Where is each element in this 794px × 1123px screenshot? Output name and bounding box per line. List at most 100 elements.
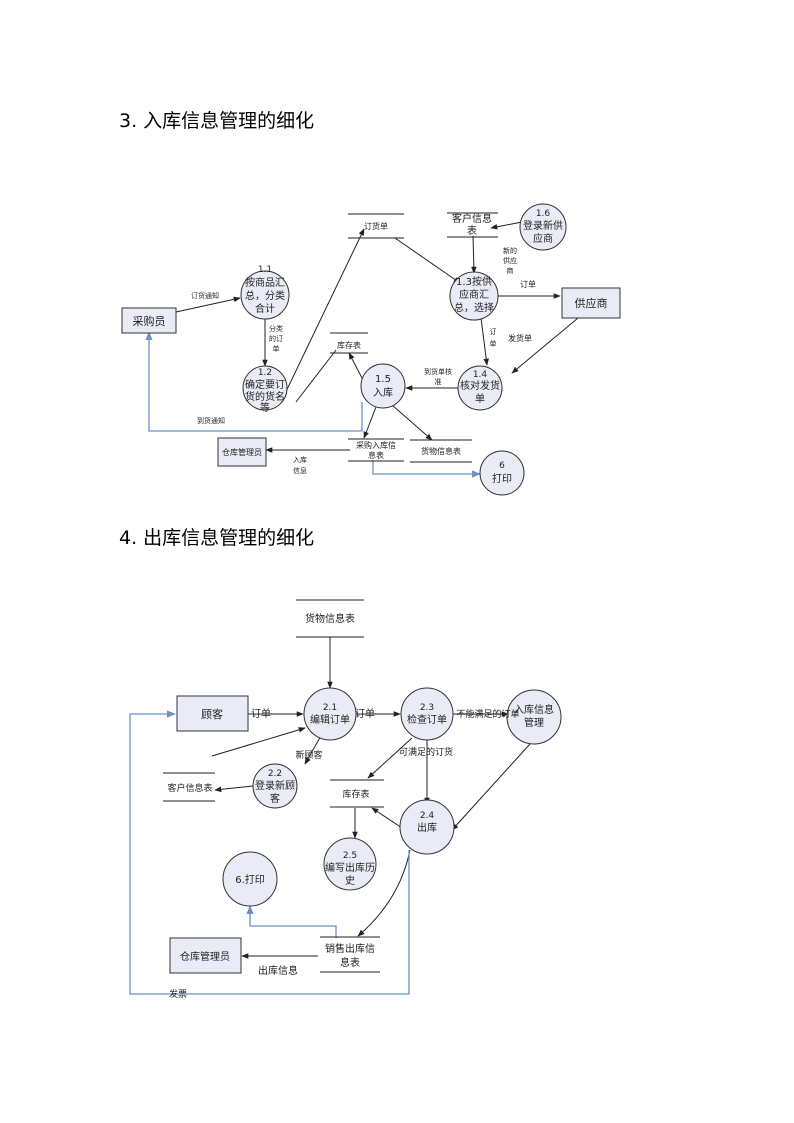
- label-classified-order-2: 的订: [269, 334, 283, 343]
- entity-warehouse-admin-label: 仓库管理员: [222, 447, 262, 457]
- process-print-d1-line1: 打印: [492, 472, 512, 485]
- process-2-5-line1: 编写出库历: [325, 861, 375, 874]
- process-1-3-line2: 应商汇: [459, 288, 489, 301]
- label-order-a: 订单: [251, 708, 271, 720]
- store-customer-info-d2-label: 客户信息表: [167, 782, 212, 794]
- label-new-supplier-2: 供应: [503, 256, 517, 265]
- flow-p15-to-purchase-in: [363, 406, 377, 439]
- section-4-heading: 4. 出库信息管理的细化: [119, 527, 315, 549]
- entity-supplier-label: 供应商: [575, 296, 608, 310]
- flow-order-to-p13: [394, 237, 461, 284]
- process-1-1: 1.1 按商品汇 总，分类 合计: [240, 265, 290, 320]
- process-1-4-line1: 核对发货: [460, 379, 500, 392]
- label-can-meet: 可满足的订货: [399, 746, 453, 758]
- process-print-d2-label: 6.打印: [235, 873, 265, 886]
- label-classified-order-1: 分类: [269, 324, 283, 333]
- process-2-5: 2.5 编写出库历 史: [323, 837, 377, 891]
- flow-p15-to-goods-info: [391, 404, 433, 441]
- flow-delivery-note: [511, 317, 579, 374]
- label-arrival-notice: 到货通知: [197, 416, 225, 425]
- store-order-label: 订货单: [364, 221, 388, 231]
- process-2-4: 2.4 出库: [399, 799, 455, 855]
- label-new-customer: 新顾客: [295, 749, 322, 761]
- store-customer-info: 客户信息 表: [447, 212, 498, 238]
- process-1-1-line2: 总，分类: [245, 289, 285, 302]
- label-in-info-1: 入库: [293, 455, 307, 464]
- process-2-1: 2.1 编辑订单: [303, 687, 357, 741]
- entity-buyer: [121, 307, 177, 334]
- flow-customer-to-p13: [471, 235, 477, 274]
- entity-buyer-label: 采购员: [133, 314, 166, 328]
- flow-invoice: [129, 710, 410, 995]
- process-2-1-id: 2.1: [323, 703, 337, 713]
- process-inbound-mgmt-line1: 入库信息: [514, 703, 554, 716]
- label-in-info-2: 信息: [293, 466, 307, 475]
- process-2-5-line2: 史: [345, 875, 355, 887]
- store-customer-info-d2: 客户信息表: [163, 772, 215, 802]
- diagram-outbound: 顾客 仓库管理员 货物信息表 客户信息表 库存表 销售出库信 息表 2.1 编辑…: [129, 599, 562, 1000]
- entity-warehouse-admin: [217, 437, 267, 467]
- process-print-d2: 6.打印: [222, 851, 278, 907]
- store-customer-info-line1: 客户信息: [452, 212, 492, 225]
- process-2-2-id: 2.2: [268, 769, 282, 779]
- process-1-4-line2: 单: [475, 393, 485, 405]
- flow-p22-to-customer-info: [214, 785, 254, 793]
- entity-customer: [176, 695, 249, 732]
- diagram-inbound: 采购员 供应商 仓库管理员 订货单 客户信息 表 库存表 采购入库信 息表 货物…: [121, 203, 621, 496]
- store-sales-out-line1: 销售出库信: [325, 942, 375, 955]
- flow-order-notice: [175, 296, 241, 313]
- process-inbound-mgmt: 入库信息 管理: [506, 689, 562, 745]
- label-delivery-checked-1: 到货单核: [424, 367, 452, 376]
- flow-pin-to-p24: [451, 743, 531, 831]
- process-print-d1: 6 打印: [479, 450, 525, 496]
- label-new-supplier-3: 商: [507, 266, 514, 275]
- process-1-3: 1.3按供 应商汇 总，选择: [449, 271, 499, 321]
- process-1-3-line3: 总，选择: [454, 301, 494, 314]
- store-order: 订货单: [348, 213, 404, 239]
- entity-customer-label: 顾客: [201, 707, 223, 721]
- process-1-5: 1.5 入库: [360, 363, 406, 409]
- label-invoice: 发票: [169, 988, 187, 1000]
- store-stock-d2-label: 库存表: [342, 788, 369, 800]
- process-1-5-line1: 入库: [373, 386, 393, 399]
- process-2-2: 2.2 登录新顾 客: [252, 763, 298, 809]
- process-1-6-line1: 登录新供: [523, 219, 563, 232]
- flow-p12-stock: [295, 349, 337, 403]
- process-1-1-line1: 按商品汇: [245, 276, 285, 289]
- label-order-notice: 订货通知: [191, 291, 219, 300]
- label-order2-2: 单: [490, 339, 497, 348]
- store-goods-info-d2-label: 货物信息表: [305, 612, 355, 625]
- process-1-1-line3: 合计: [255, 302, 275, 315]
- label-delivery-checked-2: 准: [435, 377, 442, 386]
- process-1-5-id: 1.5: [375, 374, 391, 385]
- entity-warehouse-admin-d2-label: 仓库管理员: [180, 950, 230, 963]
- process-1-3-line1: 1.3按供: [456, 275, 492, 288]
- process-1-4-id: 1.4: [473, 370, 488, 380]
- label-delivery-note: 发货单: [508, 333, 532, 343]
- entity-warehouse-admin-d2: [169, 937, 242, 974]
- store-purchase-in-line2: 息表: [368, 450, 384, 460]
- store-goods-info-d2: 货物信息表: [296, 599, 364, 638]
- store-goods-info: 货物信息表: [410, 439, 472, 463]
- label-new-supplier-1: 新的: [503, 246, 517, 255]
- label-order-b: 订单: [355, 708, 375, 720]
- flow-to-print: [372, 460, 481, 478]
- label-order: 订单: [520, 279, 536, 289]
- store-stock-d2: 库存表: [330, 779, 384, 808]
- process-1-6: 1.6 登录新供 应商: [519, 203, 567, 251]
- process-1-2-line2: 货的货名: [245, 390, 285, 403]
- store-purchase-in-line1: 采购入库信: [356, 440, 396, 450]
- process-1-1-id: 1.1: [258, 265, 272, 275]
- label-out-info: 出库信息: [258, 964, 298, 977]
- flow-to-print-d2: [246, 905, 337, 938]
- flow-customer-info-to-p21: [211, 727, 306, 757]
- process-1-6-line2: 应商: [533, 232, 553, 245]
- process-2-2-line1: 登录新顾: [255, 779, 295, 792]
- store-purchase-in: 采购入库信 息表: [348, 438, 404, 462]
- process-1-2-line3: 等: [260, 401, 270, 414]
- process-2-5-id: 2.5: [343, 851, 357, 861]
- label-order2-1: 订: [490, 327, 497, 336]
- label-classified-order-3: 单: [273, 344, 280, 353]
- flow-to-order-store: [280, 228, 365, 403]
- section-3-heading: 3. 入库信息管理的细化: [119, 110, 315, 132]
